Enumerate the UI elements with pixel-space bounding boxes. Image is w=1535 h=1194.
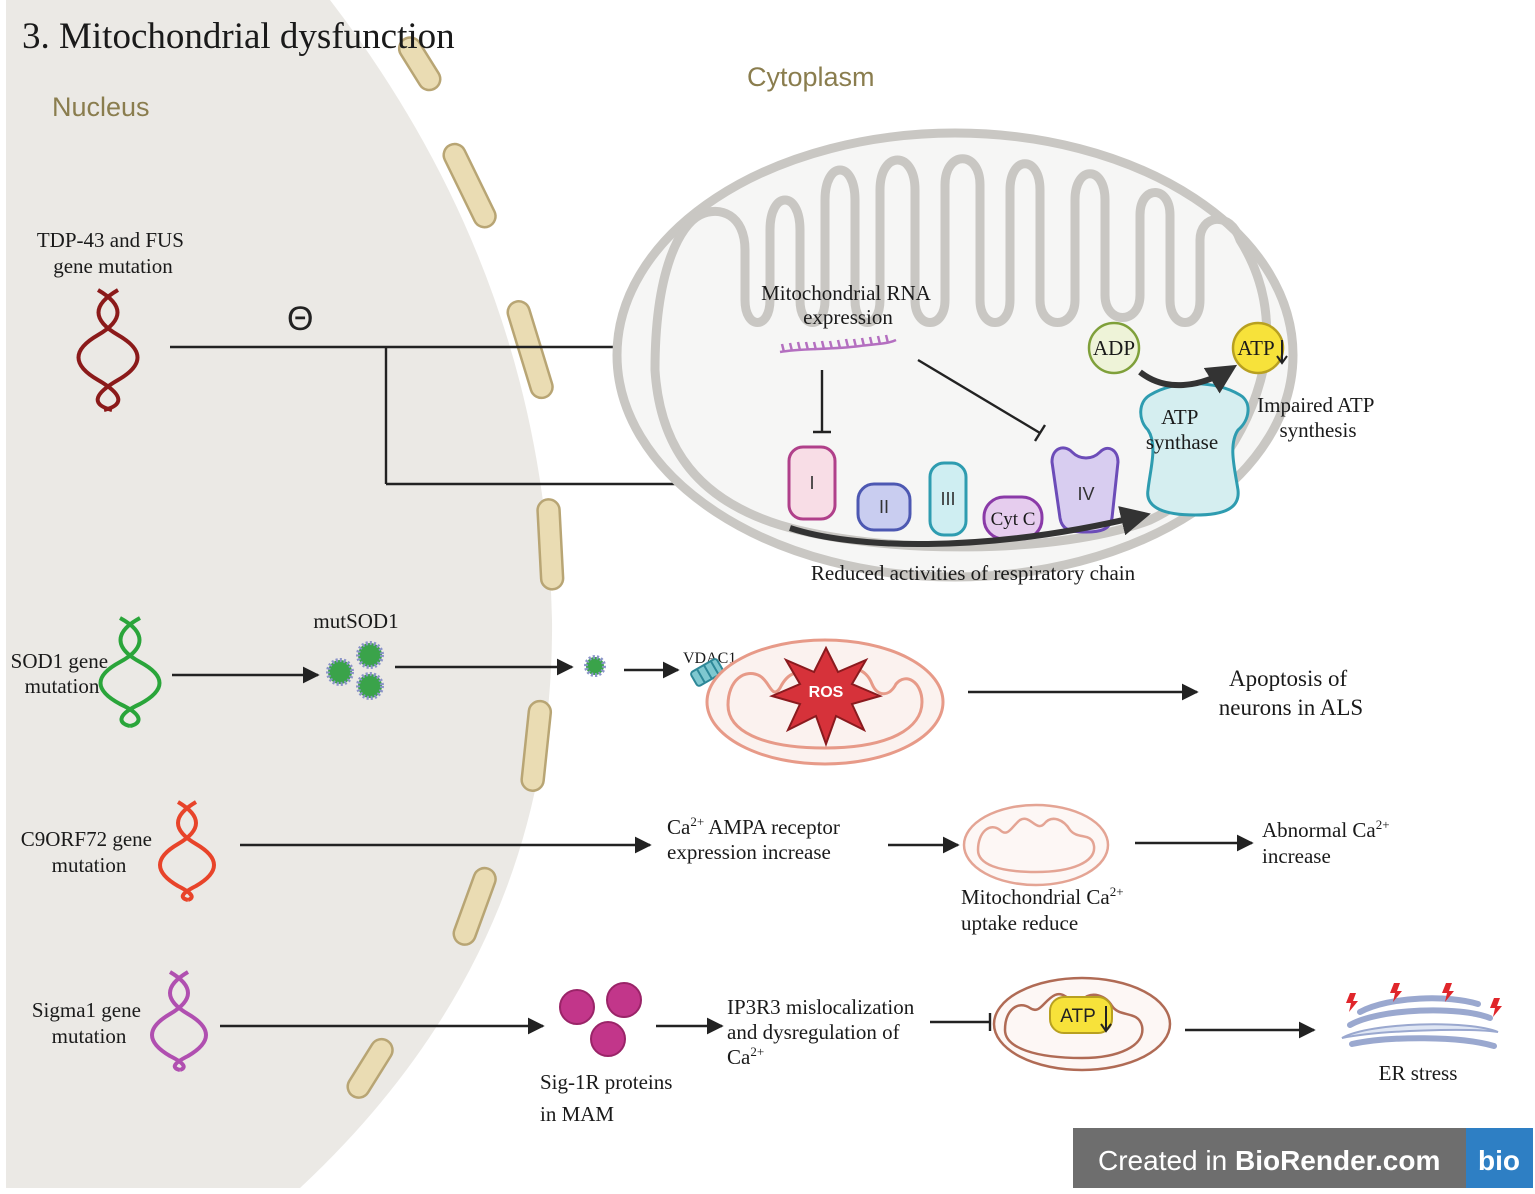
biorender-logo: bio (1478, 1145, 1520, 1176)
mitochondrion-large (612, 128, 1298, 582)
stress-bolt-icons (1346, 983, 1502, 1017)
svg-text:Created in BioRender.com: Created in BioRender.com (1098, 1145, 1440, 1176)
svg-text:III: III (940, 489, 955, 509)
er-icon (1341, 995, 1499, 1049)
svg-text:ADP: ADP (1093, 336, 1135, 360)
page-title: 3. Mitochondrial dysfunction (22, 16, 455, 57)
sod1-dna-icon (98, 616, 162, 728)
mitochondrion-c9 (962, 803, 1110, 887)
mutsod1-label: mutSOD1 (313, 609, 398, 633)
sig1r-label: Sig-1R proteins in MAM (540, 1070, 678, 1126)
sigma-gene-label: Sigma1 gene mutation (32, 998, 146, 1048)
atp-molecule: ATP (1231, 321, 1288, 375)
tdp-gene-label: TDP-43 and FUS gene mutation (37, 228, 189, 278)
electron-flow-arrow (789, 506, 1151, 548)
svg-text:Cyt C: Cyt C (991, 509, 1036, 530)
cytoplasm-label: Cytoplasm (747, 62, 875, 92)
adp-molecule: ADP (1087, 321, 1141, 375)
mutsod1-single-icon (584, 655, 606, 677)
svg-text:IV: IV (1077, 484, 1094, 504)
mito-ca-uptake-label: Mitochondrial Ca2+ uptake reduce (961, 877, 1129, 935)
ros-burst-icon: ROS (769, 645, 883, 747)
svg-text:ATP: ATP (1237, 336, 1274, 360)
svg-text:II: II (879, 497, 889, 517)
apoptosis-label: Apoptosis of neurons in ALS (1219, 666, 1363, 720)
impaired-atp-label: Impaired ATP synthesis (1257, 393, 1379, 442)
ampa-receptor-label: Ca2+ AMPA receptor expression increase (667, 814, 845, 864)
mutsod1-cluster-icon (326, 641, 384, 700)
biorender-badge: Created in BioRender.com bio (1073, 1128, 1533, 1188)
complex-III: III (928, 461, 968, 537)
abnormal-ca-label: Abnormal Ca2+ increase (1262, 810, 1395, 868)
sigma-atp-label: ATP (1060, 1006, 1096, 1027)
c9-gene-label: C9ORF72 gene mutation (21, 827, 158, 877)
mitochondrion-sigma: ATP (992, 976, 1172, 1072)
svg-text:ATP synthase: ATP synthase (1146, 405, 1218, 454)
theta-symbol: Θ (287, 300, 313, 338)
nucleus-region (6, 0, 553, 1188)
complex-I: I (787, 445, 837, 521)
sigma-dna-icon (150, 970, 208, 1072)
c9-dna-icon (158, 800, 216, 902)
sod1-gene-label: SOD1 gene mutation (11, 649, 114, 698)
rna-inhibition-lines (813, 358, 1047, 442)
respiratory-chain-label: Reduced activities of respiratory chain (811, 561, 1136, 585)
ip3r3-label: IP3R3 mislocalization and dysregulation … (727, 995, 919, 1069)
nuclear-envelope (346, 36, 565, 1099)
er-stress-label: ER stress (1379, 1061, 1458, 1085)
vdac1-label: VDAC1 (683, 650, 736, 667)
cytochrome-c: Cyt C (982, 495, 1044, 541)
adp-to-atp-arrow (1138, 364, 1238, 394)
mito-rna-icon (779, 334, 897, 354)
complex-II: II (856, 482, 912, 532)
atp-synthase: ATP synthase (1139, 382, 1250, 517)
vdac1-channel-icon (690, 658, 724, 687)
sig1r-proteins-icon (559, 982, 642, 1057)
mito-rna-label: Mitochondrial RNA expression (761, 281, 935, 329)
complex-IV: IV (1050, 446, 1120, 534)
tdp-dna-icon (76, 288, 140, 412)
svg-text:I: I (809, 473, 814, 493)
ip3r3-inhibition-line (930, 1013, 992, 1031)
nucleus-label: Nucleus (52, 92, 150, 122)
svg-text:ROS: ROS (809, 684, 844, 701)
